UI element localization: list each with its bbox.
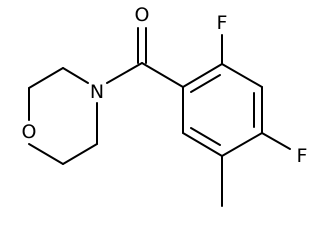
amine-nitrogen-label: N [90, 81, 104, 103]
bonds [28, 27, 291, 207]
chemical-structure-diagram: O N O F F [22, 4, 308, 207]
ring-bond-c5-c6 [182, 132, 223, 157]
ring-bond-c2-c3 [221, 63, 263, 88]
carbonyl-aryl-bond [141, 62, 184, 88]
morpholine-bond-n-c1 [62, 67, 89, 84]
ring-bond-c4-c5 [221, 132, 263, 157]
carbonyl-oxygen-label: O [135, 4, 150, 26]
fluorine-ortho-label: F [217, 12, 228, 34]
fluorine-para-label: F [297, 145, 308, 167]
morpholine-bond-c1-c2 [28, 67, 64, 89]
morpholine-bond-o-c3 [28, 143, 64, 165]
amide-c-n-bond [106, 62, 143, 84]
morpholine-bond-c3-c4 [62, 143, 98, 165]
ring-oxygen-label: O [22, 121, 37, 143]
fluorine-para-bond [261, 132, 291, 150]
ring-bond-c5-c6-inner [190, 127, 221, 146]
atom-labels: O N O F F [22, 4, 308, 167]
ring-bond-c1-c2 [182, 63, 223, 88]
ring-bond-c1-c2-inner [190, 74, 221, 93]
